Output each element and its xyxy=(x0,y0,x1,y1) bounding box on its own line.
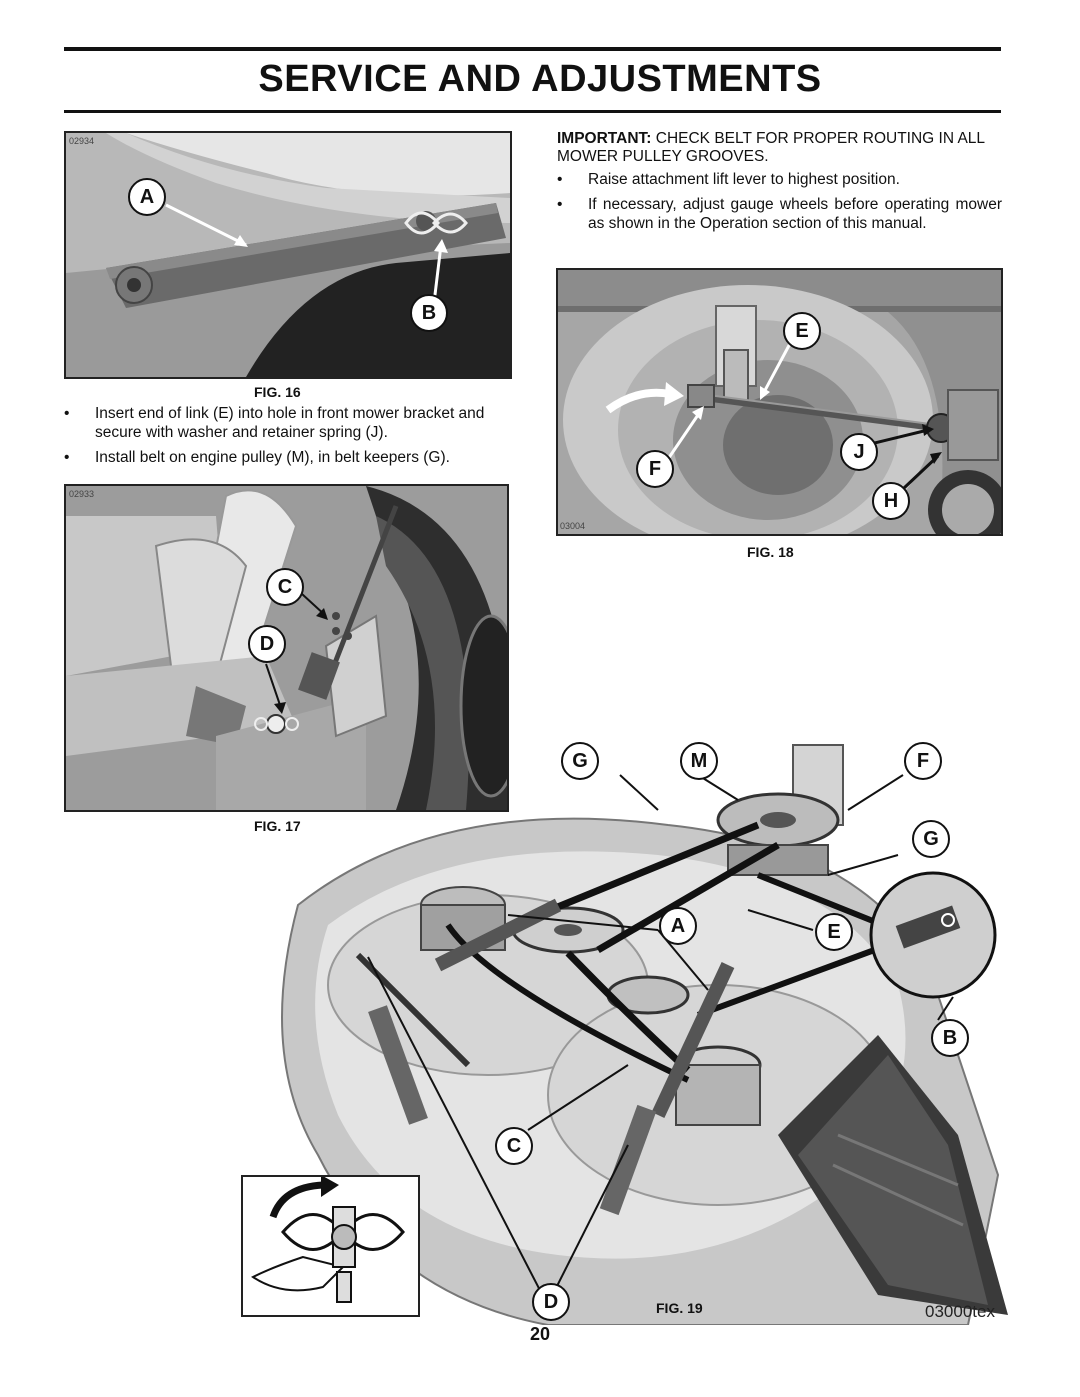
title-rule xyxy=(64,110,1001,113)
fig19-callout-m: M xyxy=(680,742,718,780)
fig18-code: 03004 xyxy=(560,521,586,531)
list-item: Insert end of link (E) into hole in fron… xyxy=(64,404,514,442)
page-title: SERVICE AND ADJUSTMENTS xyxy=(258,58,822,100)
list-item: If necessary, adjust gauge wheels before… xyxy=(557,195,1002,233)
fig18-steps: Raise attachment lift lever to highest p… xyxy=(557,170,1002,239)
fig16-callout-a: A xyxy=(128,178,166,216)
important-note: IMPORTANT: CHECK BELT FOR PROPER ROUTING… xyxy=(557,130,1002,166)
fig16-callout-b: B xyxy=(410,294,448,332)
fig19-callout-g-left: G xyxy=(561,742,599,780)
page-number: 20 xyxy=(529,1324,551,1344)
fig16-steps: Insert end of link (E) into hole in fron… xyxy=(64,404,514,473)
fig19-callout-a: A xyxy=(659,907,697,945)
fig18-photo xyxy=(556,268,1003,536)
important-lead: IMPORTANT: xyxy=(557,130,652,147)
fig16-code: 02934 xyxy=(69,136,95,146)
fig17-code: 02933 xyxy=(69,489,95,499)
fig18-callout-j: J xyxy=(840,433,878,471)
fig19-callout-b: B xyxy=(931,1019,969,1057)
fig19-callout-d: D xyxy=(532,1283,570,1321)
fig19-code: 03000tex xyxy=(925,1302,995,1321)
list-item: Install belt on engine pulley (M), in be… xyxy=(64,448,514,467)
fig17-callout-c: C xyxy=(266,568,304,606)
fig19-illustration xyxy=(238,735,1008,1326)
fig17-photo xyxy=(64,484,509,812)
fig19-callout-f: F xyxy=(904,742,942,780)
fig18-label: FIG. 18 xyxy=(747,544,794,560)
fig19-label: FIG. 19 xyxy=(656,1300,703,1316)
fig16-label: FIG. 16 xyxy=(254,384,301,400)
important-text: CHECK BELT FOR PROPER ROUTING IN ALL MOW… xyxy=(557,130,985,165)
fig18-callout-e: E xyxy=(783,312,821,350)
fig19-inset xyxy=(241,1175,420,1317)
fig17-callout-d: D xyxy=(248,625,286,663)
fig16-photo xyxy=(64,131,512,379)
fig18-callout-f: F xyxy=(636,450,674,488)
fig19-callout-g-right: G xyxy=(912,820,950,858)
top-rule xyxy=(64,47,1001,51)
list-item: Raise attachment lift lever to highest p… xyxy=(557,170,1002,189)
fig19-callout-c: C xyxy=(495,1127,533,1165)
fig17-label: FIG. 17 xyxy=(254,818,301,834)
fig18-callout-h: H xyxy=(872,482,910,520)
fig19-callout-e: E xyxy=(815,913,853,951)
